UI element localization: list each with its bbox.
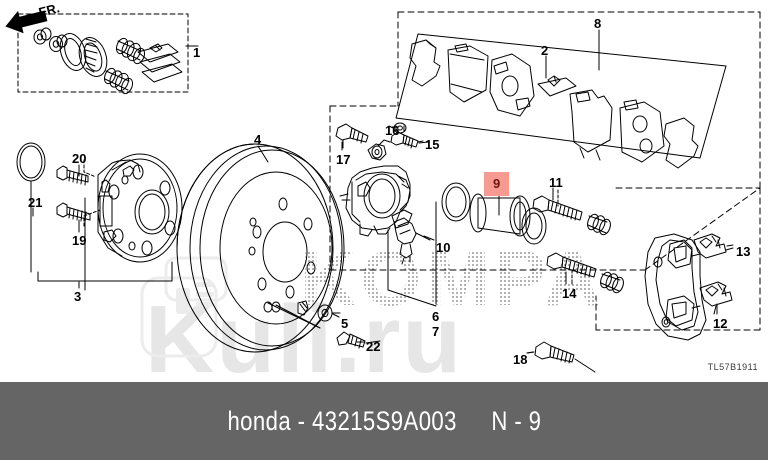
callout-label-12[interactable]: 12 bbox=[713, 316, 728, 331]
callout-label-9[interactable]: 9 bbox=[484, 172, 510, 196]
footer-section-code: N - 9 bbox=[490, 405, 541, 436]
callout-label-22[interactable]: 22 bbox=[366, 339, 381, 354]
callout-label-13[interactable]: 13 bbox=[736, 244, 751, 259]
footer-part-number: 43215S9A003 bbox=[311, 405, 457, 436]
front-direction-arrow: FR. bbox=[5, 0, 61, 34]
exploded-view-linework bbox=[16, 11, 761, 373]
callout-label-15[interactable]: 15 bbox=[425, 137, 440, 152]
callout-label-2[interactable]: 2 bbox=[541, 43, 549, 58]
callout-label-1[interactable]: 1 bbox=[193, 45, 201, 60]
callout-label-17[interactable]: 17 bbox=[336, 152, 351, 167]
callout-label-3[interactable]: 3 bbox=[74, 289, 82, 304]
footer-brand: honda bbox=[227, 405, 291, 436]
callout-label-8[interactable]: 8 bbox=[594, 16, 602, 31]
callout-label-18[interactable]: 18 bbox=[513, 352, 528, 367]
callout-label-4[interactable]: 4 bbox=[254, 132, 262, 147]
callout-label-16[interactable]: 16 bbox=[385, 123, 400, 138]
callout-label-6[interactable]: 6 bbox=[432, 309, 440, 324]
footer-caption: honda - 43215S9A003 N - 9 bbox=[227, 406, 541, 437]
callout-label-11[interactable]: 11 bbox=[549, 175, 563, 190]
callout-label-20[interactable]: 20 bbox=[72, 151, 87, 166]
front-direction-label: FR. bbox=[37, 0, 61, 20]
footer-separator: - bbox=[297, 405, 306, 436]
callout-label-10[interactable]: 10 bbox=[436, 240, 451, 255]
callout-label-19[interactable]: 19 bbox=[72, 233, 87, 248]
diagram-canvas[interactable]: KOMPA Kuli.ru bbox=[0, 0, 768, 382]
callout-label-21[interactable]: 21 bbox=[28, 195, 43, 210]
callout-label-7[interactable]: 7 bbox=[432, 324, 440, 339]
callout-label-14[interactable]: 14 bbox=[562, 286, 577, 301]
callout-label-5[interactable]: 5 bbox=[341, 316, 349, 331]
footer-bar: honda - 43215S9A003 N - 9 bbox=[0, 382, 768, 460]
drawing-code: TL57B1911 bbox=[707, 362, 758, 372]
